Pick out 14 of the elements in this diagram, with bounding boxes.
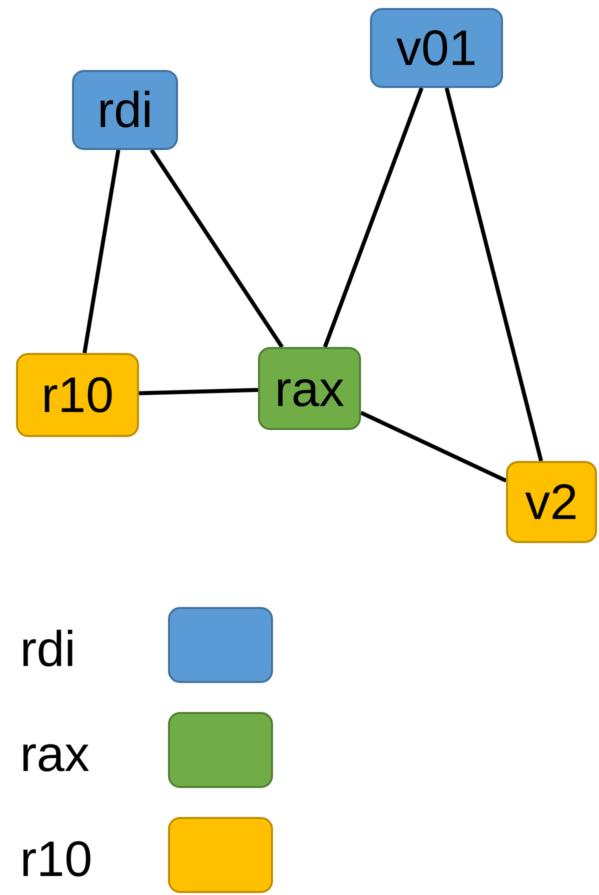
connector-line bbox=[323, 87, 424, 348]
register-node: v2 bbox=[506, 461, 597, 543]
connector-line bbox=[444, 88, 544, 462]
connector-line bbox=[82, 150, 120, 354]
connector-line bbox=[360, 410, 507, 482]
legend-label: r10 bbox=[20, 834, 92, 884]
register-node: rax bbox=[258, 347, 361, 430]
connector-line bbox=[138, 388, 258, 396]
legend-label: rax bbox=[20, 729, 90, 779]
register-node: r10 bbox=[16, 353, 139, 437]
register-node: rdi bbox=[72, 70, 178, 150]
connector-line bbox=[150, 148, 284, 348]
legend-label: rdi bbox=[20, 624, 76, 674]
register-node: v01 bbox=[370, 8, 503, 88]
